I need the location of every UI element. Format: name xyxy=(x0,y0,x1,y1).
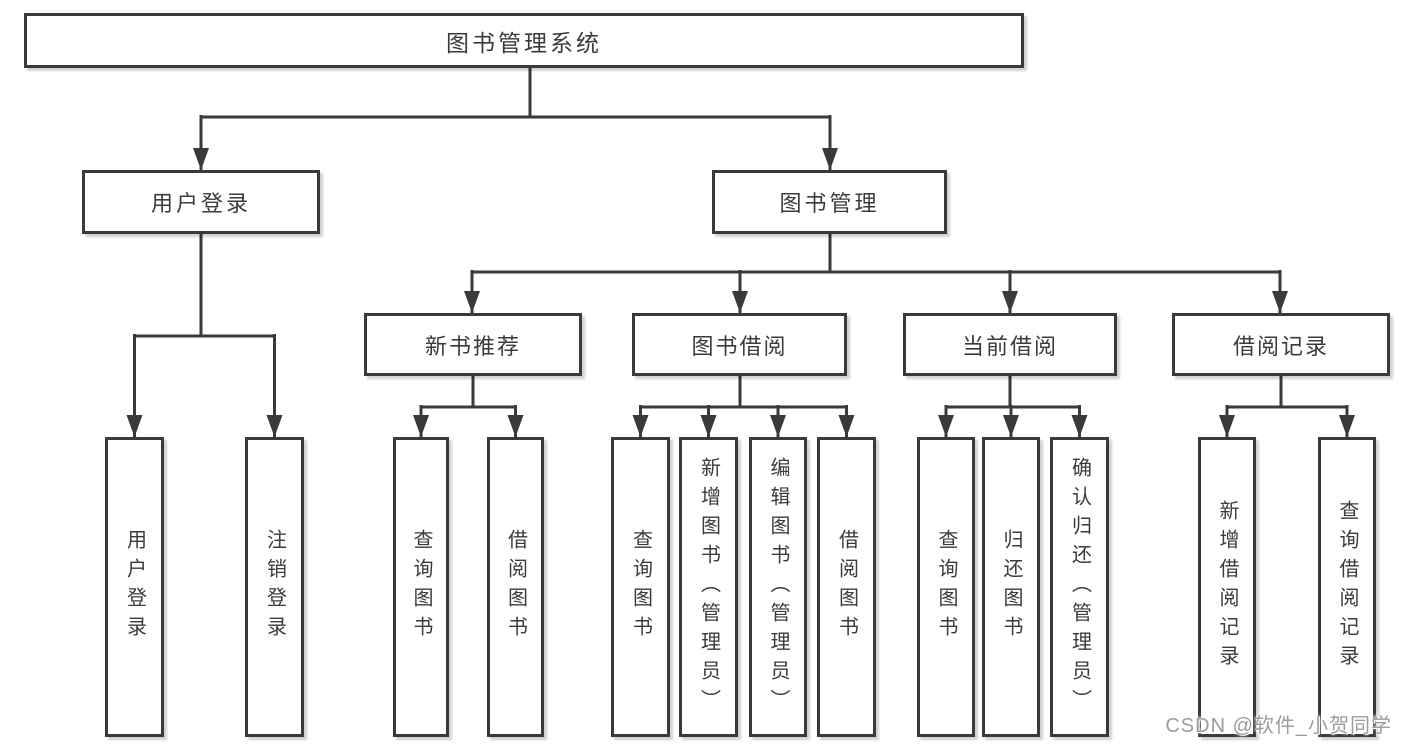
leaf-label: 新增图书（管理员） xyxy=(697,456,720,718)
leaf-borrow-books-recommend: 借阅图书 xyxy=(487,437,544,737)
watermark: CSDN @软件_小贺同学 xyxy=(1165,715,1392,737)
node-book-management: 图书管理 xyxy=(712,170,947,234)
connector-new-book-recommend-children xyxy=(413,376,524,437)
connector-borrow-records-children xyxy=(1219,376,1355,437)
leaf-edit-book-admin: 编辑图书（管理员） xyxy=(749,437,807,737)
leaf-query-books-recommend: 查询图书 xyxy=(393,437,449,737)
leaf-user-login: 用户登录 xyxy=(105,437,164,737)
leaf-label: 用户登录 xyxy=(123,529,146,645)
leaf-confirm-return-admin: 确认归还（管理员） xyxy=(1050,437,1109,737)
connector-book-management-children xyxy=(464,234,1288,313)
connector-book-borrow-children xyxy=(632,376,855,437)
leaf-query-books-borrow: 查询图书 xyxy=(611,437,670,737)
leaf-query-borrow-record: 查询借阅记录 xyxy=(1318,437,1376,737)
leaf-label: 查询图书 xyxy=(629,529,652,645)
leaf-label: 查询借阅记录 xyxy=(1336,500,1358,674)
node-new-book-recommend: 新书推荐 xyxy=(364,313,582,376)
leaf-query-books-current: 查询图书 xyxy=(917,437,975,737)
leaf-add-borrow-record: 新增借阅记录 xyxy=(1198,437,1256,737)
leaf-logout: 注销登录 xyxy=(245,437,304,737)
leaf-label: 新增借阅记录 xyxy=(1216,500,1238,674)
connector-user-login-children xyxy=(126,234,283,437)
node-book-borrow: 图书借阅 xyxy=(632,313,847,376)
leaf-label: 查询图书 xyxy=(935,529,957,645)
leaf-label: 编辑图书（管理员） xyxy=(767,456,789,718)
leaf-label: 借阅图书 xyxy=(504,529,527,645)
node-current-borrow: 当前借阅 xyxy=(903,313,1117,376)
leaf-return-book: 归还图书 xyxy=(982,437,1040,737)
leaf-label: 归还图书 xyxy=(1000,529,1022,645)
leaf-label: 确认归还（管理员） xyxy=(1068,456,1091,718)
connector-root-to-level2 xyxy=(193,68,838,170)
connector-current-borrow-children xyxy=(938,376,1088,437)
node-root: 图书管理系统 xyxy=(24,13,1024,68)
leaf-borrow-books-borrow: 借阅图书 xyxy=(817,437,876,737)
leaf-label: 查询图书 xyxy=(410,529,432,645)
node-user-login: 用户登录 xyxy=(82,170,320,234)
leaf-label: 借阅图书 xyxy=(835,529,858,645)
node-borrow-records: 借阅记录 xyxy=(1172,313,1390,376)
leaf-label: 注销登录 xyxy=(263,529,286,645)
leaf-add-book-admin: 新增图书（管理员） xyxy=(679,437,738,737)
